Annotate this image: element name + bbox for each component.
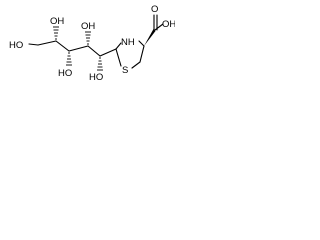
bond-c4-c5 <box>139 45 145 63</box>
stereo-hash-sugar-c1-oh <box>97 57 103 71</box>
ring-sulfur-label: S <box>122 65 128 76</box>
hydroxyl-bottom-right-label: HO <box>89 72 103 83</box>
carboxyl-hydroxyl-label: OH <box>162 19 175 30</box>
ring-nh-label: NH <box>121 37 135 48</box>
stereo-hash-sugar-c4-oh <box>53 26 59 40</box>
hydroxyl-bottom-left-label: HO <box>58 68 72 79</box>
bond-s1-c2 <box>115 48 122 67</box>
chemical-structure-diagram: O OH NH S OH OH HO HO HO <box>9 4 175 83</box>
bond-sugar-c3-c4 <box>55 40 70 52</box>
bond-sugar-c1-c2 <box>87 45 101 57</box>
stereo-hash-sugar-c2-oh <box>85 31 91 45</box>
bond-sugar-c4-c5 <box>37 40 57 46</box>
bond-sugar-c2-c3 <box>68 45 89 52</box>
bond-n3-c4 <box>138 40 145 47</box>
stereo-hash-sugar-c3-oh <box>66 52 72 66</box>
bond-c2-sugar-c1 <box>99 48 117 57</box>
stereo-wedge-c4-carboxyl <box>144 29 156 46</box>
bond-c2-n3 <box>115 42 122 50</box>
hydroxyl-top-right-label: OH <box>81 21 95 32</box>
bond-c5-hydroxyl <box>28 43 39 46</box>
hydroxyl-top-left-label: OH <box>50 16 64 27</box>
bond-c5-s1 <box>131 61 141 69</box>
hydroxyl-left-label: HO <box>9 40 23 51</box>
carbonyl-oxygen-label: O <box>151 4 158 15</box>
bond-carboxyl-oh <box>154 23 164 31</box>
